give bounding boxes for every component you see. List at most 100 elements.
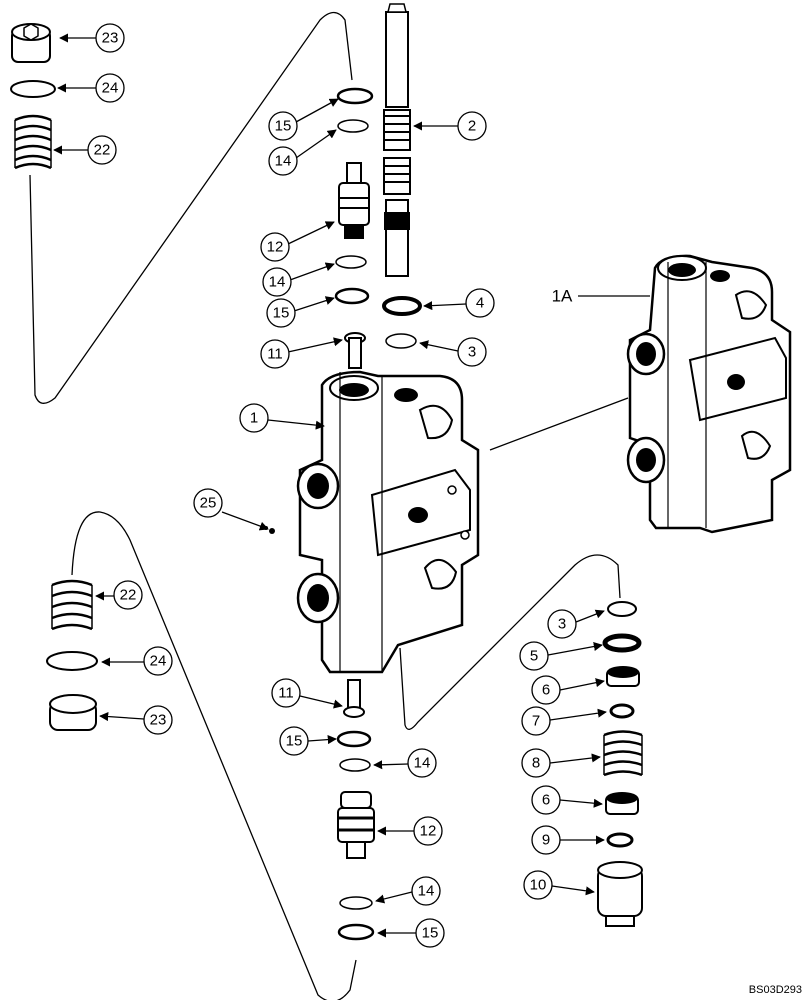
pin-11-upper [344, 332, 366, 369]
o-ring-24-lower [46, 651, 98, 671]
callout-24-lower: 24 [150, 653, 167, 670]
callout-circle [260, 339, 290, 369]
callout-14-bottom: 14 [418, 883, 435, 900]
leader-line-lower-left [71, 511, 357, 1000]
callout-circle [411, 876, 441, 906]
callout-23-lower: 23 [150, 712, 167, 729]
leader-line-lower-right [399, 554, 621, 730]
cap-23-lower [49, 694, 97, 731]
callout-circle [95, 73, 125, 103]
check-valve-12-upper [338, 162, 370, 239]
callout-circle [407, 748, 437, 778]
callout-circle [279, 726, 309, 756]
callout-circle [521, 706, 551, 736]
washer-3-top [385, 333, 417, 349]
callout-1: 1 [250, 410, 258, 427]
leader-line-1a [489, 397, 629, 451]
spring-22-upper [14, 114, 52, 170]
callout-circle [193, 488, 223, 518]
callout-circle [519, 641, 549, 671]
o-ring-15-lower [336, 730, 372, 748]
o-ring-14-mid [335, 255, 367, 269]
callout-circle [523, 870, 553, 900]
callout-circle [260, 232, 290, 262]
callout-5: 5 [530, 648, 538, 665]
callout-15-lower: 15 [286, 733, 303, 750]
callout-circle [413, 816, 443, 846]
callout-14-lower: 14 [414, 755, 431, 772]
o-ring-15-bottom [337, 923, 375, 941]
callout-circle [266, 298, 296, 328]
retainer-6-upper [606, 666, 640, 687]
callout-circle [113, 580, 143, 610]
callout-4: 4 [476, 295, 484, 312]
valve-body-1 [296, 370, 480, 674]
o-ring-15-mid [334, 287, 370, 305]
callout-22-upper: 22 [94, 142, 111, 159]
plug-10 [597, 861, 643, 927]
callout-circle [143, 705, 173, 735]
callout-circle [547, 609, 577, 639]
seal-4 [382, 296, 422, 316]
assembly-label-1a: 1A [552, 287, 573, 306]
callout-circle [531, 825, 561, 855]
callout-14-top: 14 [275, 153, 292, 170]
seal-5 [602, 633, 642, 653]
leader-line-upper-left [29, 11, 353, 404]
valve-assembly-1a [626, 254, 792, 534]
ball-25 [264, 526, 275, 534]
callout-arrows [53, 33, 650, 938]
callout-11-lower: 11 [278, 685, 294, 702]
plug-23-upper [11, 23, 51, 63]
callout-circle [268, 146, 298, 176]
o-ring-24-upper [10, 80, 56, 98]
callout-circle [271, 678, 301, 708]
spring-8 [603, 730, 643, 777]
callout-14-mid: 14 [269, 274, 286, 291]
callout-circle [531, 785, 561, 815]
o-ring-15-top [336, 87, 374, 105]
callout-24-upper: 24 [102, 80, 119, 97]
callout-15-bottom: 15 [422, 925, 439, 942]
callout-3-upper: 3 [468, 344, 476, 361]
washer-3-lower [607, 601, 637, 617]
callout-15-top: 15 [275, 118, 292, 135]
o-ring-14-top [337, 119, 369, 133]
callout-11-upper: 11 [267, 346, 283, 363]
callout-circle [465, 288, 495, 318]
callout-9: 9 [542, 832, 550, 849]
spring-22-lower [51, 579, 93, 631]
pin-11-lower [343, 679, 365, 718]
check-valve-12-lower [337, 791, 375, 859]
callout-circle [95, 23, 125, 53]
callout-6-upper: 6 [542, 682, 550, 699]
callout-circle [268, 111, 298, 141]
o-ring-14-lower [339, 758, 371, 772]
callout-circle [457, 337, 487, 367]
callout-3-lower: 3 [558, 616, 566, 633]
callouts [87, 23, 577, 948]
callout-circle [262, 267, 292, 297]
callout-6-lower: 6 [542, 792, 550, 809]
spool-2 [383, 3, 411, 277]
callout-circle [521, 748, 551, 778]
callout-circle [415, 918, 445, 948]
callout-23-upper: 23 [102, 30, 119, 47]
callout-8: 8 [532, 755, 540, 772]
callout-22-lower: 22 [120, 587, 137, 604]
callout-12-upper: 12 [267, 239, 284, 256]
callout-10: 10 [530, 877, 547, 894]
callout-circle [143, 646, 173, 676]
callout-12-lower: 12 [420, 823, 437, 840]
callout-circle [457, 111, 487, 141]
callout-circle [531, 675, 561, 705]
callout-circle [87, 135, 117, 165]
ring-9 [606, 832, 634, 848]
callout-2: 2 [468, 118, 476, 135]
o-ring-14-bottom [339, 896, 373, 910]
callout-25: 25 [200, 495, 217, 512]
spacer-7 [609, 703, 635, 719]
callout-7: 7 [532, 713, 540, 730]
callout-15-mid: 15 [273, 305, 290, 322]
